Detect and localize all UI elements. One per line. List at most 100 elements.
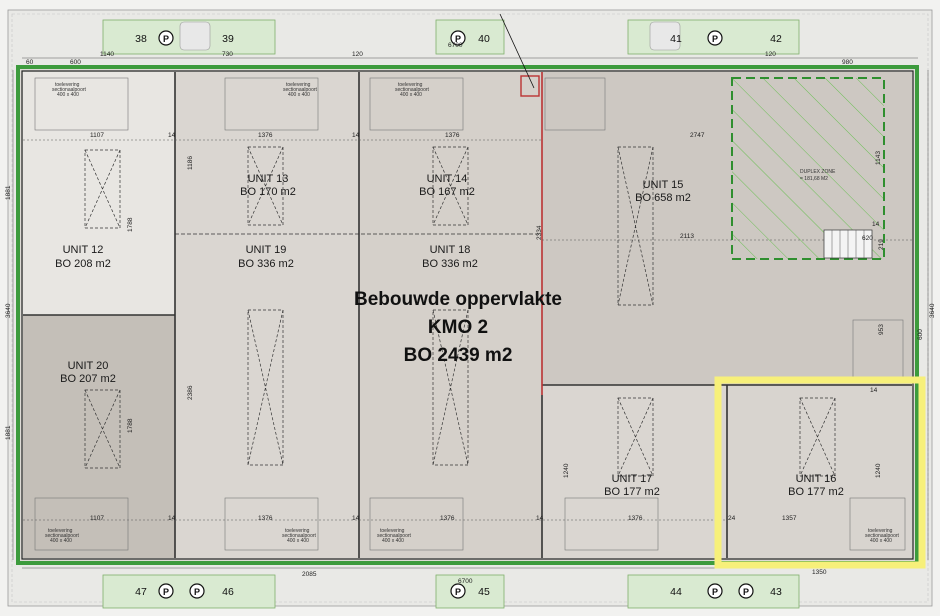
parking-symbol-icon: P — [738, 583, 754, 599]
svg-text:400 x 400: 400 x 400 — [382, 538, 404, 544]
title-line-2: KMO 2 — [428, 317, 488, 338]
parking-bottom-row: 47 46 45 44 43 P P P P P — [102, 574, 800, 609]
svg-text:P: P — [455, 587, 461, 597]
svg-text:6700: 6700 — [458, 578, 473, 585]
svg-text:UNIT 18: UNIT 18 — [430, 244, 471, 256]
unit-17-area — [542, 385, 727, 558]
svg-text:1376: 1376 — [445, 132, 460, 139]
svg-text:toelevering: toelevering — [48, 528, 73, 534]
column-markers — [84, 146, 836, 477]
unit-19-label: UNIT 19 BO 336 m2 — [238, 244, 294, 270]
unit-16-label: UNIT 16 BO 177 m2 — [788, 473, 844, 498]
left-dimension-line: 1881 3640 1881 — [5, 70, 14, 560]
door-label: toelevering sectionaalpoort 400 x 400 — [377, 528, 412, 544]
svg-text:1788: 1788 — [127, 217, 134, 232]
svg-text:219: 219 — [878, 239, 885, 250]
svg-text:14: 14 — [870, 387, 878, 394]
svg-text:400 x 400: 400 x 400 — [288, 92, 310, 98]
unit-14-label: UNIT 14 BO 167 m2 — [419, 173, 475, 198]
svg-text:BO 177 m2: BO 177 m2 — [604, 486, 660, 498]
svg-text:400 x 400: 400 x 400 — [57, 92, 79, 98]
svg-text:sectionaalpoort: sectionaalpoort — [395, 87, 430, 93]
svg-text:14: 14 — [536, 515, 544, 522]
svg-text:UNIT 16: UNIT 16 — [796, 473, 837, 485]
unit-13-19-area — [175, 72, 359, 558]
svg-text:P: P — [712, 34, 718, 44]
svg-text:953: 953 — [878, 324, 885, 335]
svg-text:1143: 1143 — [875, 151, 882, 165]
svg-text:14: 14 — [352, 515, 360, 522]
title-line-3: BO 2439 m2 — [404, 345, 513, 366]
unit-13-label: UNIT 13 BO 170 m2 — [240, 173, 296, 198]
svg-text:UNIT 17: UNIT 17 — [612, 473, 653, 485]
parking-spot-39: 39 — [222, 33, 234, 45]
svg-text:P: P — [194, 587, 200, 597]
parking-symbol-icon: P — [707, 583, 723, 599]
svg-text:P: P — [163, 34, 169, 44]
svg-text:1788: 1788 — [127, 418, 134, 433]
svg-text:2386: 2386 — [187, 385, 194, 400]
svg-text:1881: 1881 — [5, 425, 12, 440]
parking-spot-43: 43 — [770, 586, 782, 598]
svg-text:980: 980 — [842, 59, 853, 66]
parking-symbol-icon: P — [158, 30, 174, 46]
parking-symbol-icon: P — [158, 583, 174, 599]
svg-text:1186: 1186 — [187, 156, 194, 170]
svg-text:BO 170 m2: BO 170 m2 — [240, 186, 296, 198]
unit-16-highlight[interactable] — [714, 376, 926, 569]
svg-text:400 x 400: 400 x 400 — [870, 538, 892, 544]
unit-17-label: UNIT 17 BO 177 m2 — [604, 473, 660, 498]
duplex-zone-area: = 181,68 M2 — [800, 176, 828, 182]
svg-text:6700: 6700 — [448, 42, 463, 49]
svg-text:UNIT 19: UNIT 19 — [246, 244, 287, 256]
svg-text:1107: 1107 — [90, 515, 104, 522]
svg-text:600: 600 — [917, 329, 924, 340]
svg-text:BO 167 m2: BO 167 m2 — [419, 186, 475, 198]
svg-text:1376: 1376 — [628, 515, 643, 522]
svg-text:toelevering: toelevering — [286, 82, 311, 88]
svg-text:400 x 400: 400 x 400 — [287, 538, 309, 544]
loading-doors-bottom: toelevering sectionaalpoort 400 x 400 to… — [34, 497, 906, 551]
svg-text:600: 600 — [70, 59, 81, 66]
svg-text:2334: 2334 — [536, 225, 543, 240]
svg-text:UNIT 20: UNIT 20 — [68, 360, 109, 372]
svg-text:BO 336 m2: BO 336 m2 — [238, 258, 294, 270]
right-dimension-line: 3640 — [927, 70, 936, 560]
parking-spot-42: 42 — [770, 33, 782, 45]
interior-dimensions: 1107 1376 1376 2747 2113 1107 1376 1376 … — [90, 132, 924, 522]
svg-text:24: 24 — [728, 515, 736, 522]
door-label: toelevering sectionaalpoort 400 x 400 — [45, 528, 80, 544]
parking-spot-41: 41 — [670, 33, 682, 45]
svg-text:sectionaalpoort: sectionaalpoort — [282, 533, 317, 539]
parking-spot-44: 44 — [670, 586, 682, 598]
svg-text:14: 14 — [872, 221, 880, 228]
unit-20-label: UNIT 20 BO 207 m2 — [60, 360, 116, 385]
svg-text:1376: 1376 — [258, 515, 273, 522]
parking-symbol-icon: P — [707, 30, 723, 46]
svg-text:UNIT 12: UNIT 12 — [63, 244, 104, 256]
door-label: toelevering sectionaalpoort 400 x 400 — [865, 528, 900, 544]
svg-text:14: 14 — [168, 132, 176, 139]
door-icon — [520, 75, 540, 97]
svg-text:BO 658 m2: BO 658 m2 — [635, 192, 691, 204]
svg-text:1881: 1881 — [5, 185, 12, 200]
unit-16-area — [727, 385, 912, 558]
building-title: Bebouwde oppervlakte KMO 2 BO 2439 m2 — [354, 289, 562, 366]
parking-spot-46: 46 — [222, 586, 234, 598]
svg-text:BO 207 m2: BO 207 m2 — [60, 373, 116, 385]
duplex-zone-label: DUPLEX ZONE — [800, 169, 836, 175]
parking-spot-40: 40 — [478, 33, 490, 45]
unit-18-label: UNIT 18 BO 336 m2 — [422, 244, 478, 270]
door-label: toelevering sectionaalpoort 400 x 400 — [395, 82, 430, 98]
svg-text:400 x 400: 400 x 400 — [50, 538, 72, 544]
svg-text:1140: 1140 — [100, 51, 114, 58]
door-label: toelevering sectionaalpoort 400 x 400 — [282, 528, 317, 544]
svg-text:P: P — [455, 34, 461, 44]
svg-text:sectionaalpoort: sectionaalpoort — [283, 87, 318, 93]
svg-text:toelevering: toelevering — [398, 82, 423, 88]
parking-symbol-icon: P — [450, 583, 466, 599]
svg-text:120: 120 — [765, 51, 776, 58]
svg-text:toelevering: toelevering — [55, 82, 80, 88]
title-line-1: Bebouwde oppervlakte — [354, 289, 562, 310]
